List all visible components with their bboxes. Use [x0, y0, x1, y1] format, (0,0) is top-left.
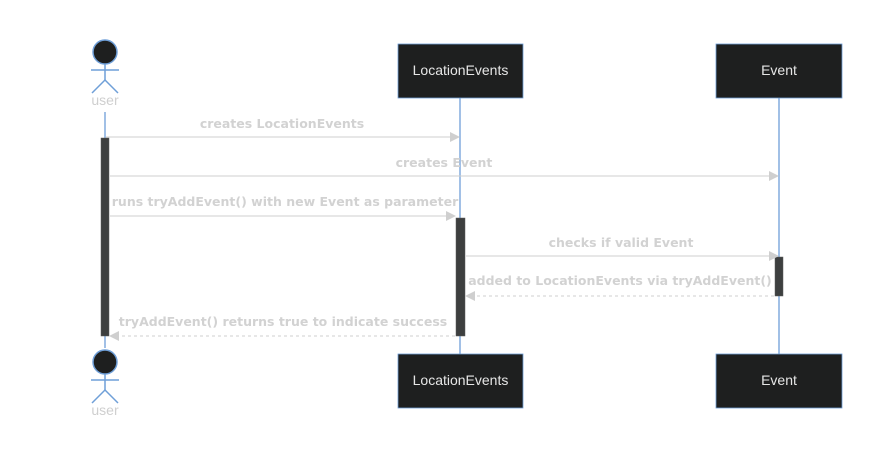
actor-label-top: user — [91, 92, 119, 108]
participant-label-location-events-bottom: LocationEvents — [413, 372, 509, 388]
user-actor-top: user — [91, 39, 119, 108]
user-actor-bottom: user — [91, 349, 119, 418]
message-label-1: creates LocationEvents — [200, 116, 364, 131]
participant-label-event-bottom: Event — [761, 372, 797, 388]
message-label-5: added to LocationEvents via tryAddEvent(… — [468, 273, 772, 288]
message-label-4: checks if valid Event — [549, 235, 694, 250]
participant-box-event-bottom — [715, 353, 843, 409]
participant-label-event-top: Event — [761, 62, 797, 78]
message-label-6: tryAddEvent() returns true to indicate s… — [119, 314, 447, 329]
participant-box-location-events-bottom — [397, 353, 524, 409]
participant-box-event-top — [715, 43, 843, 99]
activation-location-events — [455, 217, 466, 337]
participant-label-location-events-top: LocationEvents — [413, 62, 509, 78]
participant-box-location-events-top — [397, 43, 524, 99]
message-label-2: creates Event — [396, 155, 493, 170]
message-label-3: runs tryAddEvent() with new Event as par… — [112, 194, 459, 209]
activation-event — [774, 256, 784, 297]
actor-label-bottom: user — [91, 402, 119, 418]
activation-user — [100, 137, 110, 337]
